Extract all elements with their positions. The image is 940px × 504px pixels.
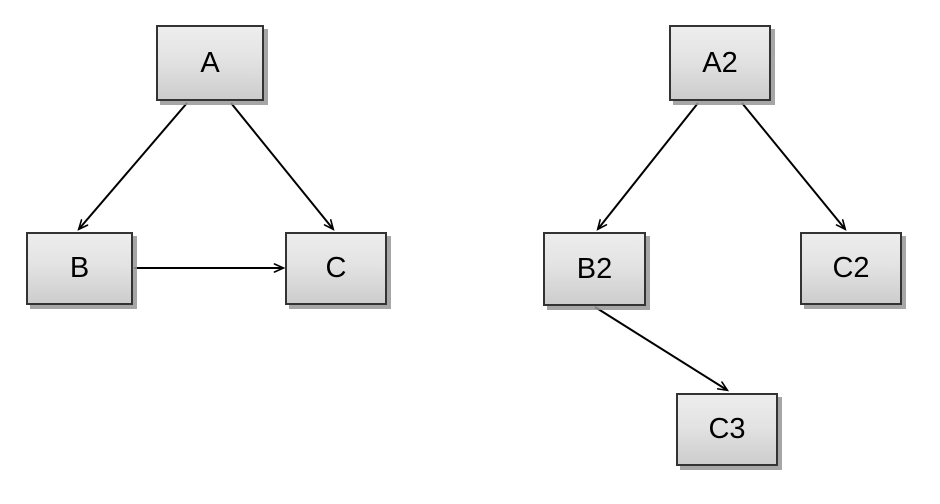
node-a2[interactable]: A2 [669, 25, 771, 101]
edge-a-to-b [77, 102, 188, 231]
node-label: C [325, 252, 347, 284]
node-c2[interactable]: C2 [800, 232, 902, 305]
node-a[interactable]: A [156, 25, 264, 101]
node-label: C3 [708, 413, 746, 445]
node-label: B2 [576, 252, 613, 285]
node-label: C2 [832, 252, 870, 284]
node-c3[interactable]: C3 [676, 393, 778, 466]
edge-a2-to-b2 [596, 102, 699, 231]
node-label: A2 [702, 46, 738, 79]
edges-group [77, 102, 847, 392]
edge-b2-to-c3 [594, 306, 730, 392]
node-b2[interactable]: B2 [543, 232, 646, 306]
node-b[interactable]: B [26, 232, 133, 305]
edge-a-to-c [230, 102, 335, 231]
node-c[interactable]: C [285, 232, 387, 305]
edge-a2-to-c2 [741, 102, 847, 231]
node-label: A [200, 46, 220, 79]
node-label: B [69, 252, 90, 284]
